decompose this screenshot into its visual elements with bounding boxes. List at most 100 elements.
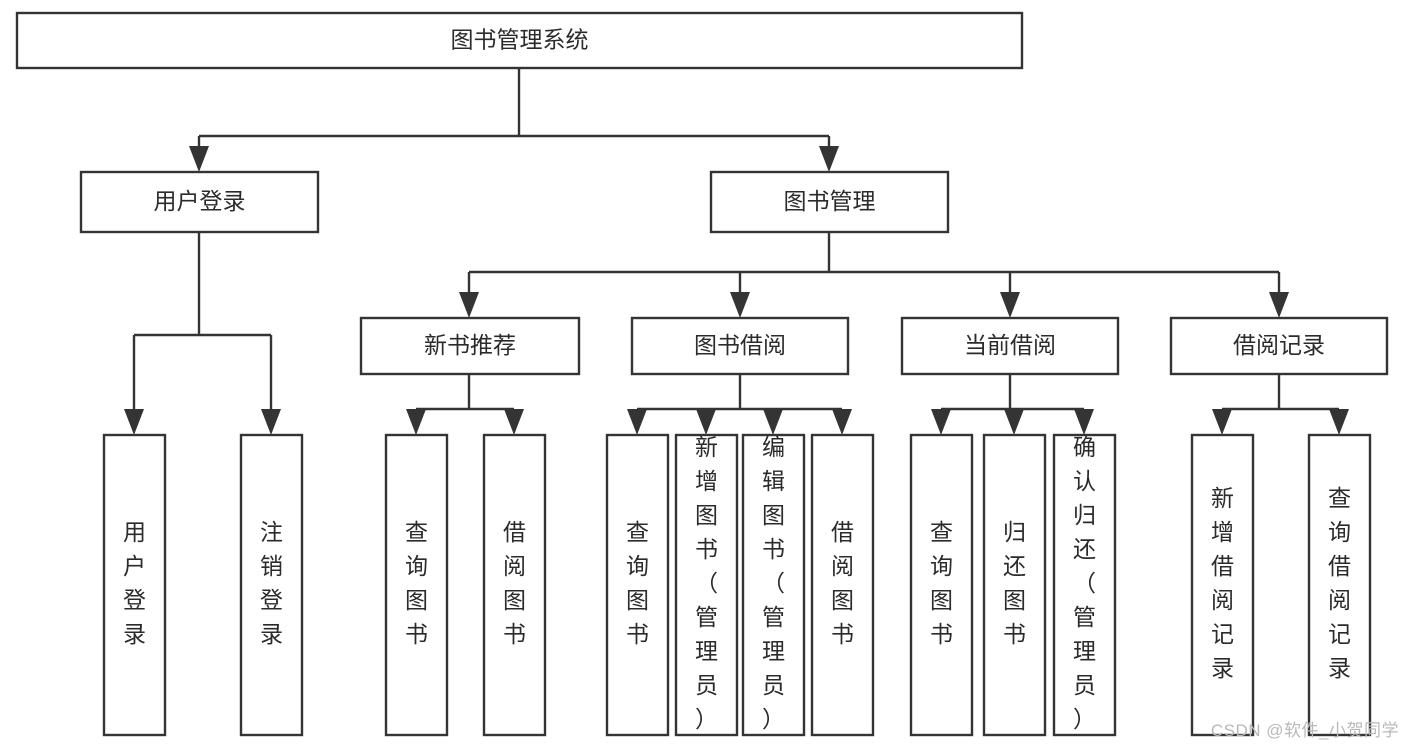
connector-group-book-manage (459, 232, 1289, 318)
arrowhead-icon (504, 409, 524, 435)
node-label-root: 图书管理系统 (451, 27, 589, 53)
node-box-leaf-logout[interactable] (239, 433, 304, 737)
node-label-char: 借 (1211, 553, 1234, 579)
node-label-char: 理 (695, 638, 718, 664)
node-label-book-borrow: 图书借阅 (694, 332, 786, 358)
node-box-leaf-edit-book[interactable] (741, 433, 806, 737)
node-label-char: 员 (695, 672, 718, 698)
node-book-manage[interactable]: 图书管理 (709, 170, 950, 234)
node-label-char: 书 (695, 536, 718, 562)
node-current-borrow[interactable]: 当前借阅 (900, 316, 1120, 376)
node-label-char: 辑 (762, 468, 785, 494)
arrowhead-icon (1004, 409, 1024, 435)
node-label-char: 查 (930, 519, 953, 545)
node-label-char: 阅 (503, 553, 526, 579)
node-label-char: 录 (123, 621, 146, 647)
arrowhead-icon (696, 409, 716, 435)
node-label-char: 认 (1073, 468, 1096, 494)
node-label-leaf-borrow-book-1: 借阅图书 (503, 519, 526, 647)
arrowhead-icon (1000, 292, 1020, 318)
node-label-char: 归 (1003, 519, 1026, 545)
node-label-char: ） (1073, 706, 1096, 732)
node-leaf-query-book-1[interactable]: 查询图书 (384, 433, 449, 737)
node-leaf-query-record[interactable]: 查询借阅记录 (1307, 433, 1372, 737)
node-label-borrow-record: 借阅记录 (1233, 332, 1325, 358)
node-box-borrow-record[interactable] (1169, 316, 1389, 376)
arrowhead-icon (1074, 409, 1094, 435)
node-box-user-login[interactable] (79, 170, 320, 234)
node-box-leaf-query-book-3[interactable] (909, 433, 974, 737)
node-book-borrow[interactable]: 图书借阅 (630, 316, 850, 376)
node-box-leaf-query-book-1[interactable] (384, 433, 449, 737)
arrowhead-icon (931, 409, 951, 435)
node-box-leaf-add-record[interactable] (1190, 433, 1255, 737)
node-new-book-rec[interactable]: 新书推荐 (359, 316, 581, 376)
node-label-char: 书 (405, 621, 428, 647)
arrowhead-icon (261, 409, 281, 435)
node-leaf-borrow-book-1[interactable]: 借阅图书 (482, 433, 547, 737)
node-label-char: 销 (260, 553, 283, 579)
node-box-leaf-add-book[interactable] (674, 433, 739, 737)
node-label-char: 图 (831, 587, 854, 613)
node-box-leaf-query-book-2[interactable] (605, 433, 670, 737)
node-label-char: 图 (1003, 587, 1026, 613)
node-borrow-record[interactable]: 借阅记录 (1169, 316, 1389, 376)
connectors-layer (124, 68, 1349, 435)
node-box-new-book-rec[interactable] (359, 316, 581, 376)
node-label-leaf-return-book: 归还图书 (1003, 519, 1026, 647)
node-leaf-user-login[interactable]: 用户登录 (102, 433, 167, 737)
node-label-char: 图 (405, 587, 428, 613)
node-box-leaf-user-login[interactable] (102, 433, 167, 737)
node-label-leaf-query-book-3: 查询图书 (930, 519, 953, 647)
connector-group-root (189, 68, 839, 172)
node-label-char: 图 (930, 587, 953, 613)
node-label-char: 还 (1003, 553, 1026, 579)
node-label-char: （ (695, 570, 718, 596)
arrowhead-icon (1329, 409, 1349, 435)
node-label-char: 查 (405, 519, 428, 545)
node-box-book-manage[interactable] (709, 170, 950, 234)
node-box-root[interactable] (15, 11, 1024, 70)
arrowhead-icon (189, 146, 209, 172)
connector-group-borrow-record (1212, 374, 1349, 435)
node-box-leaf-query-record[interactable] (1307, 433, 1372, 737)
node-label-char: 阅 (831, 553, 854, 579)
node-box-leaf-borrow-book-1[interactable] (482, 433, 547, 737)
node-label-leaf-edit-book: 编辑图书（管理员） (762, 434, 785, 732)
node-leaf-borrow-book-2[interactable]: 借阅图书 (810, 433, 875, 737)
node-label-book-manage: 图书管理 (784, 188, 876, 214)
node-leaf-confirm-return[interactable]: 确认归还（管理员） (1052, 433, 1117, 737)
node-box-book-borrow[interactable] (630, 316, 850, 376)
node-leaf-add-record[interactable]: 新增借阅记录 (1190, 433, 1255, 737)
node-leaf-edit-book[interactable]: 编辑图书（管理员） (741, 433, 806, 737)
node-label-char: 管 (762, 604, 785, 630)
node-label-leaf-confirm-return: 确认归还（管理员） (1073, 434, 1096, 732)
node-leaf-add-book[interactable]: 新增图书（管理员） (674, 433, 739, 737)
arrowhead-icon (763, 409, 783, 435)
node-label-leaf-logout: 注销登录 (260, 519, 283, 647)
node-label-char: 阅 (1211, 587, 1234, 613)
node-box-leaf-borrow-book-2[interactable] (810, 433, 875, 737)
node-label-char: 查 (626, 519, 649, 545)
node-label-char: 注 (260, 519, 283, 545)
node-box-leaf-confirm-return[interactable] (1052, 433, 1117, 737)
node-label-leaf-add-book: 新增图书（管理员） (695, 434, 718, 732)
node-box-current-borrow[interactable] (900, 316, 1120, 376)
node-label-char: 借 (503, 519, 526, 545)
node-leaf-query-book-3[interactable]: 查询图书 (909, 433, 974, 737)
node-label-char: 管 (1073, 604, 1096, 630)
node-label-char: 录 (1328, 655, 1351, 681)
node-user-login[interactable]: 用户登录 (79, 170, 320, 234)
node-label-char: 登 (123, 587, 146, 613)
node-label-char: 图 (503, 587, 526, 613)
node-leaf-query-book-2[interactable]: 查询图书 (605, 433, 670, 737)
node-label-char: 记 (1328, 621, 1351, 647)
node-label-char: 记 (1211, 621, 1234, 647)
node-box-leaf-return-book[interactable] (982, 433, 1047, 737)
node-leaf-return-book[interactable]: 归还图书 (982, 433, 1047, 737)
node-root[interactable]: 图书管理系统 (15, 11, 1024, 70)
node-leaf-logout[interactable]: 注销登录 (239, 433, 304, 737)
node-label-char: 图 (695, 502, 718, 528)
node-label-char: 询 (626, 553, 649, 579)
node-label-char: 阅 (1328, 587, 1351, 613)
